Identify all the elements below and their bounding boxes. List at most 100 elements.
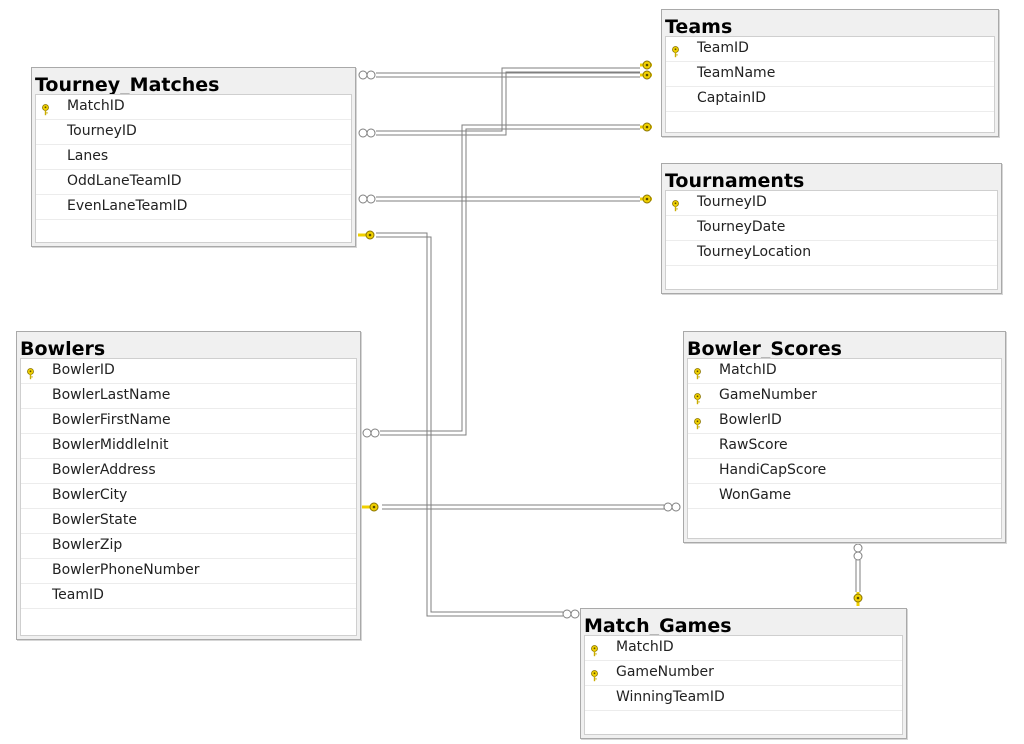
column-name: WinningTeamID (616, 689, 725, 705)
column-name: Lanes (67, 148, 109, 164)
infinity-icon (853, 543, 863, 561)
column-name: CaptainID (697, 90, 766, 106)
column-row[interactable]: CaptainID (666, 87, 994, 112)
column-row[interactable]: HandiCapScore (688, 459, 1001, 484)
column-name: HandiCapScore (719, 462, 827, 478)
rel-line-even-lane-teams (376, 67, 640, 136)
column-row[interactable]: MatchID (585, 636, 902, 661)
column-name: BowlerMiddleInit (52, 437, 169, 453)
primary-key-icon (26, 365, 35, 380)
table-title: Tournaments (665, 170, 805, 192)
key-end-icon (640, 60, 652, 80)
column-name: TourneyLocation (697, 244, 812, 260)
key-end-icon (640, 122, 652, 132)
column-row[interactable]: GameNumber (688, 384, 1001, 409)
column-name: BowlerCity (52, 487, 128, 503)
primary-key-icon (41, 101, 50, 116)
column-name: MatchID (67, 98, 125, 114)
table-title: Bowler_Scores (687, 338, 842, 360)
column-row[interactable]: EvenLaneTeamID (36, 195, 351, 220)
column-name: BowlerLastName (52, 387, 171, 403)
column-name: EvenLaneTeamID (67, 198, 188, 214)
column-row[interactable]: OddLaneTeamID (36, 170, 351, 195)
primary-key-icon (590, 642, 599, 657)
column-row[interactable]: BowlerAddress (21, 459, 356, 484)
primary-key-icon (671, 197, 680, 212)
table-title: Match_Games (584, 615, 732, 637)
primary-key-icon (693, 390, 702, 405)
column-name: BowlerState (52, 512, 137, 528)
rel-line-odd-lane-teams (376, 72, 640, 78)
column-row[interactable]: MatchID (36, 95, 351, 120)
column-row[interactable]: BowlerZip (21, 534, 356, 559)
column-name: GameNumber (719, 387, 817, 403)
column-name: BowlerAddress (52, 462, 156, 478)
column-row[interactable]: BowlerLastName (21, 384, 356, 409)
column-name: MatchID (719, 362, 777, 378)
key-end-icon (853, 592, 863, 606)
column-name: RawScore (719, 437, 788, 453)
column-row[interactable]: TeamID (21, 584, 356, 609)
column-row[interactable]: BowlerMiddleInit (21, 434, 356, 459)
column-row[interactable]: BowlerID (688, 409, 1001, 434)
column-row[interactable]: WonGame (688, 484, 1001, 509)
infinity-icon (362, 428, 380, 438)
infinity-icon (358, 128, 376, 138)
rel-line-games-scores (855, 560, 861, 592)
column-name: TeamName (697, 65, 776, 81)
column-row[interactable]: Lanes (36, 145, 351, 170)
column-row[interactable]: BowlerCity (21, 484, 356, 509)
column-name: OddLaneTeamID (67, 173, 182, 189)
column-row[interactable]: TourneyID (36, 120, 351, 145)
column-row[interactable]: BowlerID (21, 359, 356, 384)
infinity-icon (358, 70, 376, 80)
primary-key-icon (693, 365, 702, 380)
column-row[interactable]: RawScore (688, 434, 1001, 459)
column-row[interactable]: TeamName (666, 62, 994, 87)
column-row[interactable]: BowlerState (21, 509, 356, 534)
table-title: Tourney_Matches (35, 74, 220, 96)
column-name: TourneyID (697, 194, 767, 210)
key-end-icon (640, 194, 652, 204)
column-name: BowlerID (52, 362, 115, 378)
column-name: TeamID (697, 40, 749, 56)
table-title: Bowlers (20, 338, 106, 360)
column-name: MatchID (616, 639, 674, 655)
column-row[interactable]: TourneyDate (666, 216, 997, 241)
column-row[interactable]: GameNumber (585, 661, 902, 686)
column-row[interactable]: WinningTeamID (585, 686, 902, 711)
primary-key-icon (671, 43, 680, 58)
column-row[interactable]: BowlerPhoneNumber (21, 559, 356, 584)
key-end-icon (358, 230, 375, 240)
column-name: BowlerID (719, 412, 782, 428)
column-name: BowlerZip (52, 537, 123, 553)
key-end-icon (361, 502, 379, 512)
column-name: BowlerPhoneNumber (52, 562, 200, 578)
rel-line-tourney-tournaments (376, 196, 640, 202)
rel-line-scores-bowlers (382, 504, 664, 510)
column-name: WonGame (719, 487, 792, 503)
column-name: BowlerFirstName (52, 412, 171, 428)
column-row[interactable]: TeamID (666, 37, 994, 62)
rel-line-matches-games (376, 232, 563, 617)
column-name: TourneyDate (697, 219, 786, 235)
column-row[interactable]: MatchID (688, 359, 1001, 384)
column-row[interactable]: BowlerFirstName (21, 409, 356, 434)
column-row[interactable]: TourneyID (666, 191, 997, 216)
column-row[interactable]: TourneyLocation (666, 241, 997, 266)
primary-key-icon (590, 667, 599, 682)
table-title: Teams (665, 16, 733, 38)
infinity-icon (663, 502, 681, 512)
